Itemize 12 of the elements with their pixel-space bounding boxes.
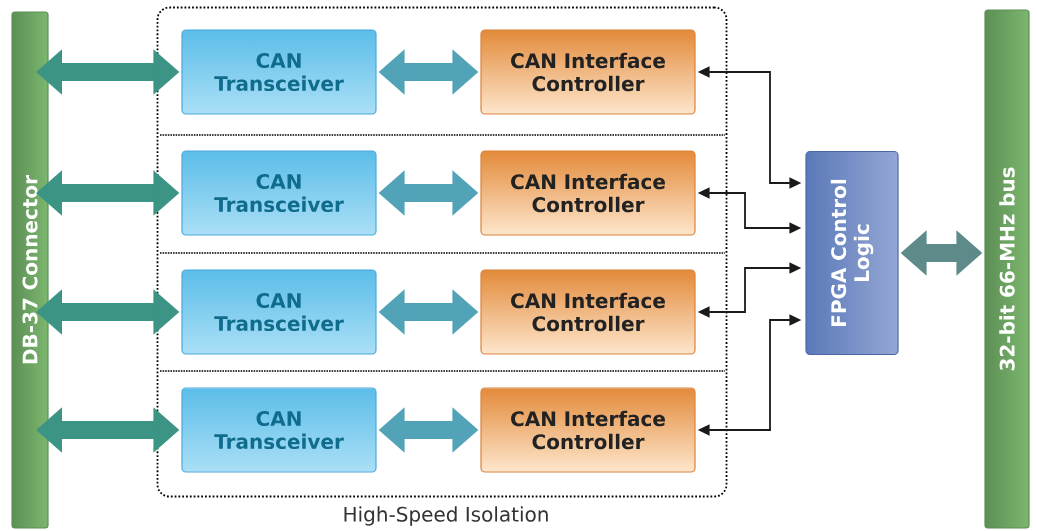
transceiver-box: CAN Transceiver bbox=[181, 150, 377, 236]
transceiver-box: CAN Transceiver bbox=[181, 269, 377, 355]
controller-box: CAN Interface Controller bbox=[480, 387, 696, 473]
controller-box: CAN Interface Controller bbox=[480, 150, 696, 236]
node-label: High-Speed Isolation bbox=[344, 506, 548, 526]
controller-box: CAN Interface Controller bbox=[480, 269, 696, 355]
transceiver-box: CAN Transceiver bbox=[181, 387, 377, 473]
logic-box: FPGA Control Logic bbox=[805, 150, 899, 356]
controller-box: CAN Interface Controller bbox=[480, 29, 696, 115]
bus-bar: 32-bit 66-MHz bus bbox=[984, 9, 1030, 529]
transceiver-box: CAN Transceiver bbox=[181, 29, 377, 115]
connector-bar: DB-37 Connector bbox=[11, 11, 49, 529]
